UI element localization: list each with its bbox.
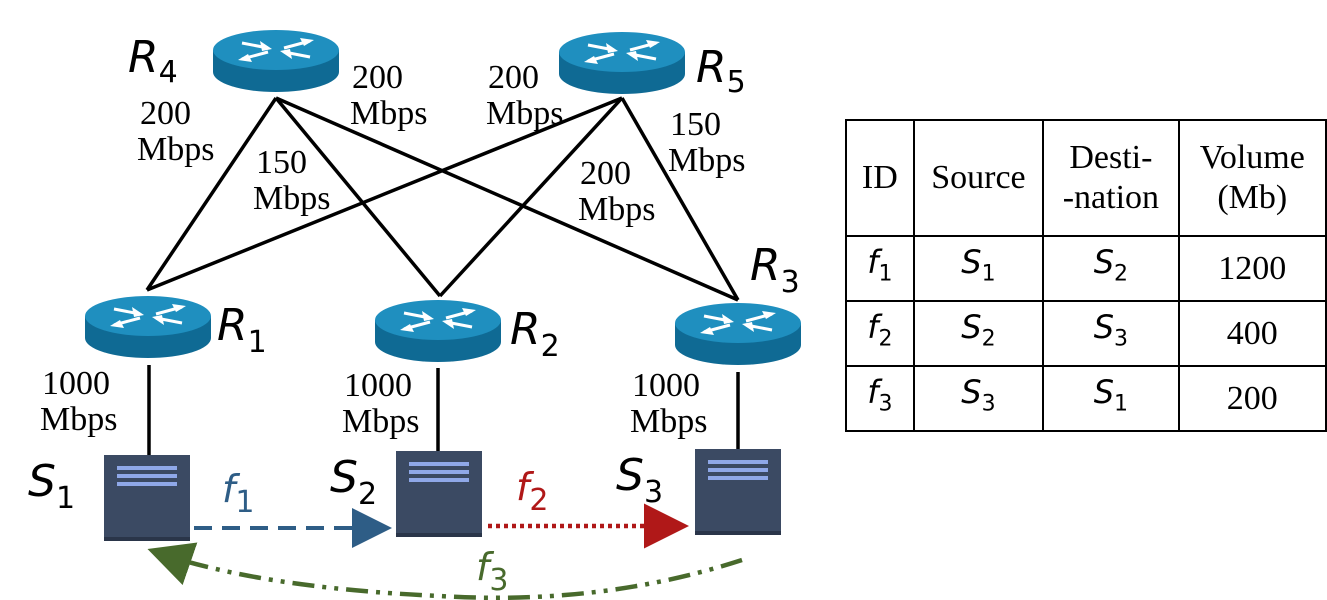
link-r5-r1 — [146, 96, 623, 292]
router-label-r2: R2 — [510, 304, 560, 364]
table-row: f2 S2 S3 400 — [845, 300, 1327, 367]
router-icon — [557, 30, 687, 96]
header-id: ID — [845, 119, 915, 237]
cell-destination: S2 — [1042, 235, 1180, 302]
cell-id: f3 — [845, 365, 915, 432]
cell-destination: S1 — [1042, 365, 1180, 432]
cell-source: S3 — [912, 365, 1045, 432]
router-icon — [83, 294, 213, 360]
cell-id: f2 — [845, 300, 915, 367]
server-label-s1: S1 — [28, 456, 75, 516]
router-icon — [673, 301, 803, 367]
link-r5-r2 — [438, 96, 624, 298]
link-r4-r2 — [274, 96, 442, 298]
flow-table: ID Source Desti--nation Volume(Mb) f1 S1… — [845, 119, 1327, 432]
server-icon — [104, 455, 190, 541]
router-label-r4: R4 — [128, 32, 178, 90]
cell-volume: 200 — [1177, 365, 1327, 432]
table-row: f3 S3 S1 200 — [845, 365, 1327, 432]
flow-label-f2: f2 — [516, 465, 548, 518]
router-label-r3: R3 — [750, 240, 800, 300]
link-r5-r3 — [620, 97, 740, 301]
server-icon — [396, 451, 482, 537]
router-icon — [373, 298, 503, 364]
cell-volume: 400 — [1177, 300, 1327, 367]
cell-volume: 1200 — [1177, 235, 1327, 302]
cell-source: S1 — [912, 235, 1045, 302]
flow-label-f3: f3 — [476, 545, 508, 598]
header-destination: Desti--nation — [1042, 119, 1180, 237]
server-label-s2: S2 — [330, 452, 377, 512]
cell-source: S2 — [912, 300, 1045, 367]
header-volume: Volume(Mb) — [1177, 119, 1327, 237]
header-source: Source — [912, 119, 1045, 237]
table-row: f1 S1 S2 1200 — [845, 235, 1327, 302]
server-label-s3: S3 — [616, 450, 663, 510]
cell-id: f1 — [845, 235, 915, 302]
router-label-r1: R1 — [217, 300, 267, 360]
links — [145, 96, 740, 456]
server-icon — [695, 449, 781, 535]
router-label-r5: R5 — [696, 42, 746, 100]
table-header-row: ID Source Desti--nation Volume(Mb) — [845, 119, 1327, 237]
flow-f3-arrow — [147, 542, 743, 600]
flow-label-f1: f1 — [222, 467, 254, 520]
router-icon — [211, 28, 341, 94]
cell-destination: S3 — [1042, 300, 1180, 367]
link-r4-r3 — [275, 96, 739, 302]
link-r4-r1 — [145, 97, 278, 291]
